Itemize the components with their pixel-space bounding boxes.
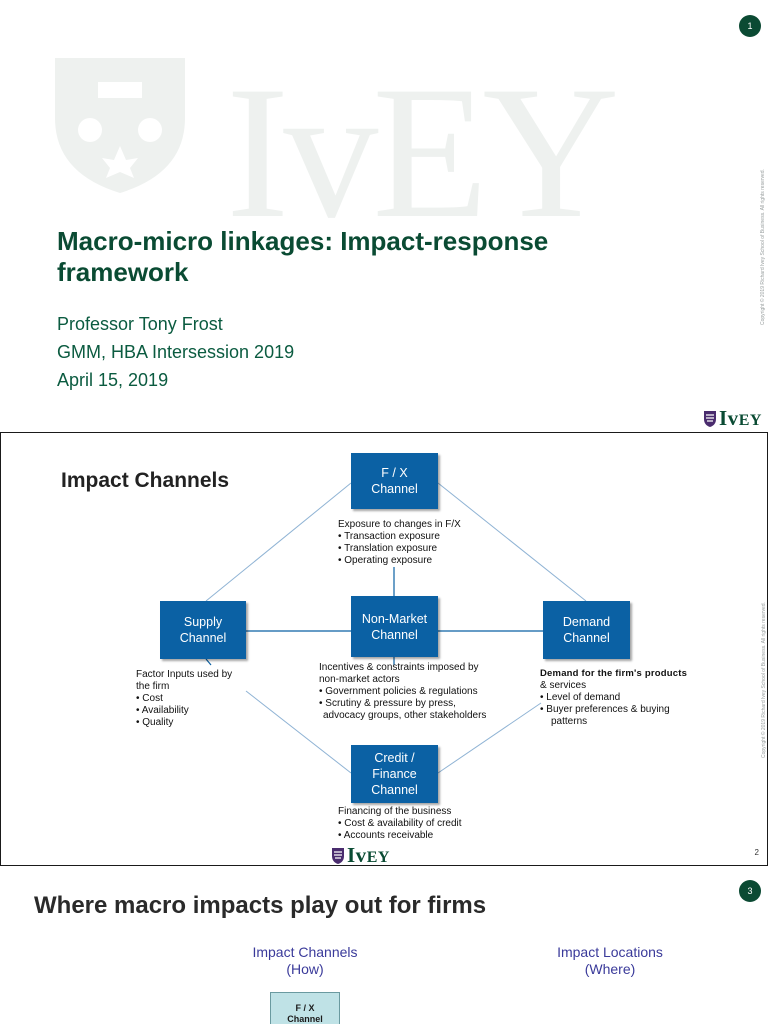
impact-locations-heading: Impact Locations (Where) (557, 944, 663, 977)
slide-title: Impact Channels (61, 469, 230, 492)
copyright-note: Copyright © 2019 Richard Ivey School of … (761, 602, 767, 758)
copyright-note: Copyright © 2019 Richard Ivey School of … (760, 169, 766, 325)
watermark-text: IvEY (226, 48, 620, 258)
ivey-logo: IvEY (703, 406, 762, 431)
page-number-badge: 3 (739, 880, 761, 902)
channel-connectors (205, 482, 587, 774)
presentation-date: April 15, 2019 (57, 370, 169, 390)
logo-text: IvEY (719, 406, 762, 430)
demand-channel-description: Demand for the firm's products & service… (540, 668, 688, 727)
credit-channel-description: Financing of the business • Cost & avail… (338, 806, 462, 841)
fx-channel-box: F / X Channel (270, 992, 340, 1024)
ivey-watermark: IvEY (48, 40, 620, 248)
slide-title: Where macro impacts play out for firms (34, 892, 487, 919)
crest-icon (332, 847, 344, 864)
slide-1: IvEY 1 Copyright © 2019 Richard Ivey Sch… (0, 0, 768, 432)
course-name: GMM, HBA Intersession 2019 (57, 342, 295, 362)
supply-channel-description: Factor Inputs used by the firm • Cost • … (136, 669, 233, 728)
page-number: 2 (754, 848, 759, 857)
slide-3: Where macro impacts play out for firms 3… (0, 870, 768, 1024)
impact-channels-heading: Impact Channels (How) (252, 944, 358, 977)
page-number-badge: 1 (739, 15, 761, 37)
ivey-logo: IvEY (331, 843, 390, 866)
fx-channel-description: Exposure to changes in F/X • Transaction… (338, 519, 461, 566)
logo-text: IvEY (347, 843, 390, 866)
crest-icon (704, 410, 716, 427)
shield-icon (55, 58, 185, 193)
nonmarket-channel-description: Incentives & constraints imposed by non-… (319, 662, 487, 721)
slide-title: Macro-micro linkages: Impact-response fr… (57, 226, 549, 287)
presenter: Professor Tony Frost (57, 314, 223, 334)
